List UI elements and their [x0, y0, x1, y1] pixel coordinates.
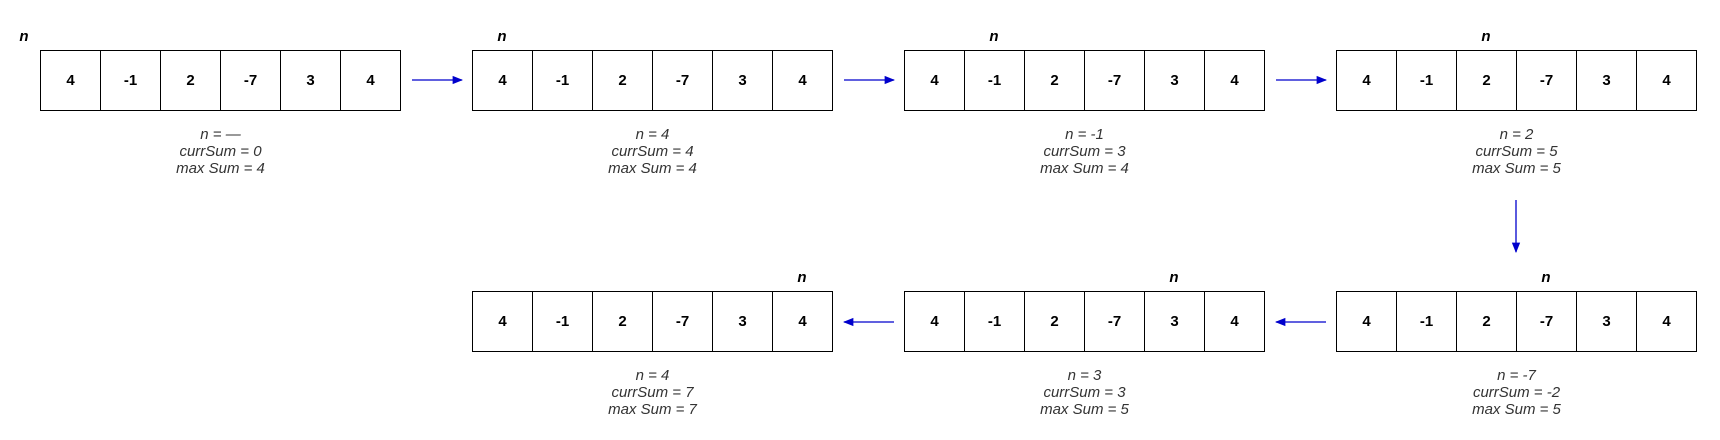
- max-sum-text: max Sum = 4: [176, 160, 265, 177]
- array-cell: 4: [773, 291, 833, 352]
- n-value-text: n = -1: [1065, 126, 1104, 143]
- array-cell: 3: [713, 291, 773, 352]
- array-cell: 3: [1577, 291, 1637, 352]
- array-cell: 2: [1457, 291, 1517, 352]
- array-cell: -7: [1085, 50, 1145, 111]
- pointer-label: n: [19, 28, 29, 45]
- n-value-text: n = 2: [1499, 126, 1534, 143]
- pointer-label: n: [1541, 269, 1551, 286]
- n-value-text: n = 4: [635, 126, 670, 143]
- array-cell: -1: [533, 50, 593, 111]
- array-cell: 2: [1025, 291, 1085, 352]
- array-cell: 2: [1025, 50, 1085, 111]
- array-cell: 3: [281, 50, 341, 111]
- array-cell: 3: [1145, 291, 1205, 352]
- n-value-text: n = -7: [1497, 367, 1536, 384]
- array-cell: 3: [713, 50, 773, 111]
- array-cell: 2: [593, 291, 653, 352]
- array-cell: 4: [1337, 50, 1397, 111]
- array-cell: -7: [653, 291, 713, 352]
- array-cell: -7: [1085, 291, 1145, 352]
- max-sum-text: max Sum = 4: [1040, 160, 1129, 177]
- array-cell: 4: [1637, 50, 1697, 111]
- curr-sum-text: currSum = 0: [179, 143, 262, 160]
- array-cell: 4: [1637, 291, 1697, 352]
- array-cell: 4: [773, 50, 833, 111]
- array-cell: -1: [101, 50, 161, 111]
- array-cell: 4: [41, 50, 101, 111]
- array-cell: -1: [1397, 50, 1457, 111]
- array-cell: 4: [341, 50, 401, 111]
- array-cell: 4: [1205, 50, 1265, 111]
- array-cell: 2: [593, 50, 653, 111]
- array-cell: 4: [905, 50, 965, 111]
- array-cell: 2: [161, 50, 221, 111]
- array-cell: 4: [473, 50, 533, 111]
- array-cell: -1: [1397, 291, 1457, 352]
- array-cell: -7: [1517, 291, 1577, 352]
- max-sum-text: max Sum = 4: [608, 160, 697, 177]
- array-cell: -1: [965, 50, 1025, 111]
- array-cell: -7: [653, 50, 713, 111]
- curr-sum-text: currSum = 7: [611, 384, 694, 401]
- pointer-label: n: [797, 269, 807, 286]
- pointer-label: n: [1481, 28, 1491, 45]
- array-cell: 3: [1145, 50, 1205, 111]
- array-cell: 4: [905, 291, 965, 352]
- curr-sum-text: currSum = 3: [1043, 384, 1126, 401]
- array-cell: -1: [533, 291, 593, 352]
- n-value-text: n = —: [200, 126, 241, 143]
- array-cell: 4: [473, 291, 533, 352]
- curr-sum-text: currSum = 3: [1043, 143, 1126, 160]
- pointer-label: n: [497, 28, 507, 45]
- pointer-label: n: [989, 28, 999, 45]
- max-sum-text: max Sum = 7: [608, 401, 697, 418]
- array-cell: 4: [1337, 291, 1397, 352]
- n-value-text: n = 4: [635, 367, 670, 384]
- curr-sum-text: currSum = 5: [1475, 143, 1558, 160]
- curr-sum-text: currSum = 4: [611, 143, 694, 160]
- n-value-text: n = 3: [1067, 367, 1102, 384]
- array-cell: 3: [1577, 50, 1637, 111]
- max-sum-text: max Sum = 5: [1472, 160, 1561, 177]
- max-sum-text: max Sum = 5: [1472, 401, 1561, 418]
- array-cell: -1: [965, 291, 1025, 352]
- max-sum-text: max Sum = 5: [1040, 401, 1129, 418]
- array-cell: -7: [221, 50, 281, 111]
- curr-sum-text: currSum = -2: [1472, 384, 1561, 401]
- array-cell: 4: [1205, 291, 1265, 352]
- array-cell: 2: [1457, 50, 1517, 111]
- array-cell: -7: [1517, 50, 1577, 111]
- pointer-label: n: [1169, 269, 1179, 286]
